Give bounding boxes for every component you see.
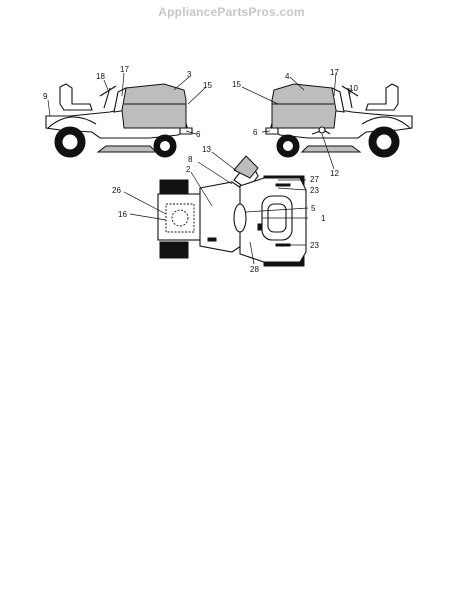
callout-17-right: 17 <box>330 68 339 77</box>
callout-labels: 9 18 17 3 15 6 4 17 15 10 6 12 13 8 2 27… <box>43 65 358 274</box>
hood-left <box>121 83 187 129</box>
hood-right <box>271 83 337 129</box>
tractor-left-view <box>45 83 193 158</box>
callout-16: 16 <box>118 210 127 219</box>
callout-15-left: 15 <box>203 81 212 90</box>
tractor-top-view <box>157 155 307 267</box>
decal-strip-d <box>257 223 263 231</box>
callout-8: 8 <box>188 155 193 164</box>
callout-23-lower: 23 <box>310 241 319 250</box>
steering-wheel-left <box>99 85 117 97</box>
callout-13: 13 <box>202 145 211 154</box>
hood-front-top <box>157 193 203 241</box>
callout-18: 18 <box>96 72 105 81</box>
decal-strip-a <box>275 183 291 187</box>
seat-left <box>59 83 93 111</box>
lever-knob-right <box>318 126 326 134</box>
grille-dashed-box <box>165 203 195 233</box>
rear-hub-left <box>61 133 79 151</box>
fender-left <box>47 116 97 129</box>
callout-23-upper: 23 <box>310 186 319 195</box>
callout-9: 9 <box>43 92 48 101</box>
front-hub-left <box>159 140 171 152</box>
bumper-right <box>265 127 279 135</box>
callout-17-left: 17 <box>120 65 129 74</box>
callout-6-left: 6 <box>196 130 201 139</box>
callout-6-right: 6 <box>253 128 258 137</box>
grille-dashed-circle <box>171 209 189 227</box>
callout-1: 1 <box>321 214 326 223</box>
callout-28: 28 <box>250 265 259 274</box>
mower-deck-left <box>96 145 158 153</box>
rear-hub-right <box>375 133 393 151</box>
callout-26: 26 <box>112 186 121 195</box>
decal-strip-c <box>207 237 217 242</box>
callout-10: 10 <box>349 84 358 93</box>
leader-lines <box>47 72 351 265</box>
mower-deck-right <box>300 145 362 153</box>
fender-right <box>361 116 411 129</box>
site-watermark: AppliancePartsPros.com <box>158 5 305 19</box>
callout-15-right: 15 <box>232 80 241 89</box>
callout-3: 3 <box>187 70 192 79</box>
front-wheel-top-b <box>159 241 189 259</box>
callout-12: 12 <box>330 169 339 178</box>
callout-4: 4 <box>285 72 290 81</box>
steering-column-left <box>103 87 111 109</box>
steering-ellipse-top <box>233 203 247 233</box>
seat-right <box>365 83 399 111</box>
callout-2: 2 <box>186 165 191 174</box>
callout-27: 27 <box>310 175 319 184</box>
front-hub-right <box>282 140 294 152</box>
dash-panel-top <box>233 155 259 179</box>
steering-column-right <box>347 87 353 109</box>
tractor-right-view <box>265 83 413 158</box>
callout-5: 5 <box>311 204 316 213</box>
